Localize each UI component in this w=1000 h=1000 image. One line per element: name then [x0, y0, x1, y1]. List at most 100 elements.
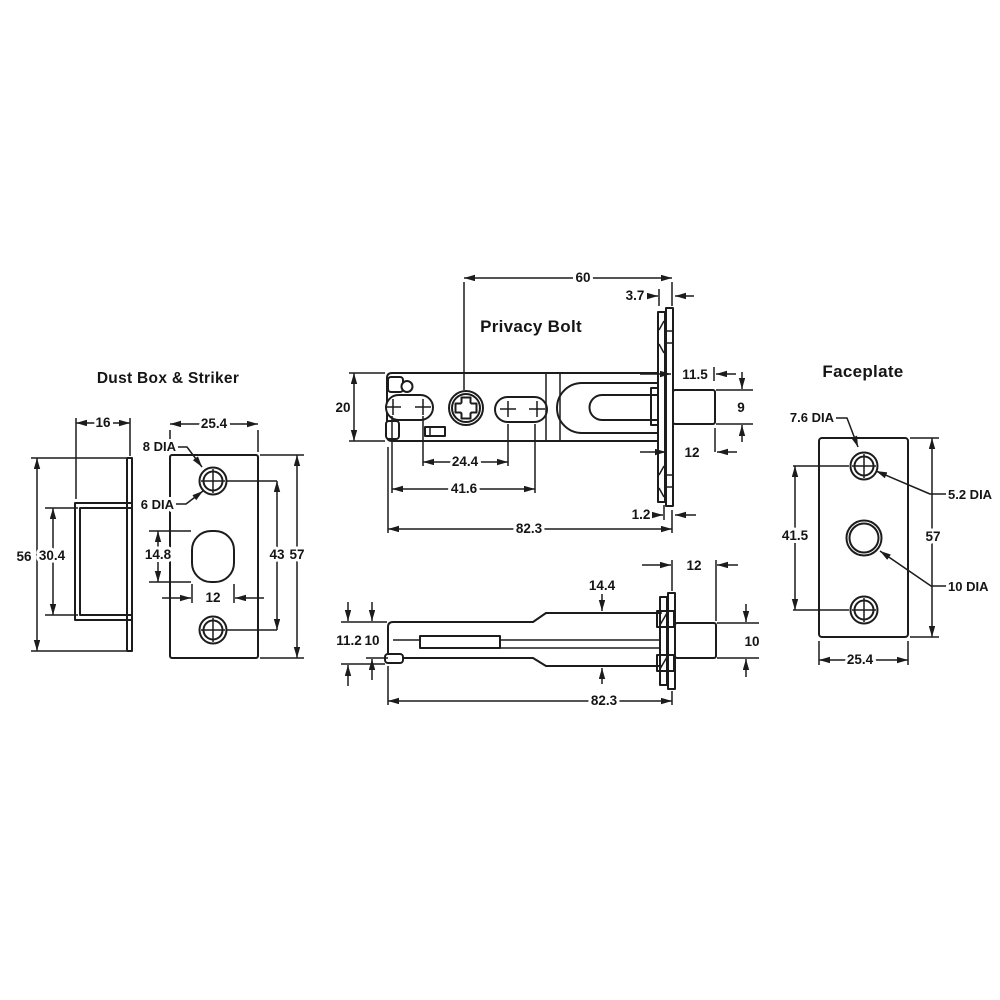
label-7-6-dia: 7.6 DIA — [787, 407, 859, 448]
faceplate-bottom-screw-cross — [852, 598, 876, 622]
dim-43: 43 — [227, 480, 288, 631]
side-screw-section-bottom — [656, 654, 675, 672]
dust-box-striker-view: Dust Box & Striker 16 56 30.4 — [13, 370, 308, 659]
case-dividers — [545, 373, 561, 441]
dim-11-5-label: 11.5 — [682, 367, 708, 382]
dim-41-5-label: 41.5 — [782, 528, 809, 543]
leader-5-2-dia — [875, 470, 946, 495]
faceplate-title: Faceplate — [822, 362, 903, 381]
label-10-dia-text: 10 DIA — [948, 579, 989, 594]
dust-box-outer-wall — [74, 502, 133, 621]
dim-12-side: 12 — [642, 555, 738, 621]
dim-12-label: 12 — [684, 445, 699, 460]
dim-3-7-label: 3.7 — [626, 288, 645, 303]
slide-catch — [424, 426, 446, 437]
dust-box-inner-wall — [79, 507, 133, 616]
dim-82-3-top: 82.3 — [387, 447, 673, 539]
spindle-hub-inner — [451, 393, 481, 423]
dust-box-striker-title: Dust Box & Striker — [97, 370, 239, 387]
striker-bottom-screw-hole — [198, 615, 228, 645]
label-6-dia: 6 DIA — [138, 490, 204, 515]
label-10-dia: 10 DIA — [879, 550, 992, 597]
side-screw-section-top — [656, 610, 675, 628]
dim-43-label: 43 — [269, 547, 285, 562]
faceplate-front — [818, 437, 909, 638]
label-5-2-dia-text: 5.2 DIA — [948, 487, 993, 502]
faceplate-bolt-hole-inner — [848, 522, 880, 554]
dim-9-label: 9 — [737, 400, 745, 415]
spindle-cross-hole — [454, 396, 478, 420]
faceplate-bottom-screw-hole — [849, 595, 879, 625]
label-8-dia: 8 DIA — [140, 436, 203, 468]
dim-56-label: 56 — [16, 549, 32, 564]
side-body — [384, 592, 717, 690]
privacy-bolt-side-view: 14.4 12 10 10 11.2 82.3 — [333, 555, 763, 711]
striker-top-screw-hole — [198, 466, 228, 496]
dim-82-3-side: 82.3 — [387, 666, 673, 711]
dim-24-4-label: 24.4 — [452, 454, 479, 469]
leader-7-6-dia — [836, 417, 859, 448]
label-5-2-dia: 5.2 DIA — [875, 470, 996, 505]
dust-box-profile — [74, 457, 133, 652]
dim-82-3-side-label: 82.3 — [591, 693, 618, 708]
dim-1-2-label: 1.2 — [632, 507, 651, 522]
label-7-6-dia-text: 7.6 DIA — [790, 410, 835, 425]
dim-left-heights: 10 11.2 — [333, 602, 388, 686]
dim-30-4: 30.4 — [36, 507, 78, 616]
dim-56: 56 — [13, 457, 126, 652]
bolt-fork-slot — [588, 394, 659, 421]
bolt-top — [672, 389, 716, 425]
striker-bottom-screw-cross — [201, 618, 225, 642]
crosshair-4 — [529, 401, 545, 417]
dim-60-label: 60 — [575, 270, 590, 285]
countersink-marks — [658, 320, 665, 498]
faceplate-outline — [818, 437, 909, 638]
faceplate-edge — [665, 307, 674, 507]
screw-hole-marks — [667, 330, 672, 488]
leader-8-dia — [178, 446, 203, 468]
striker-latch-opening — [191, 530, 235, 583]
dim-25-4-label: 25.4 — [201, 416, 228, 431]
mount-tab-pin — [400, 380, 414, 393]
dim-57-label: 57 — [289, 547, 304, 562]
dim-12-striker: 12 — [162, 584, 264, 608]
dim-11-5: 11.5 — [640, 364, 736, 385]
label-8-dia-text: 8 DIA — [143, 439, 177, 454]
label-6-dia-text: 6 DIA — [141, 497, 175, 512]
dim-20-label: 20 — [335, 400, 350, 415]
spindle-hub-outer — [448, 390, 484, 426]
dim-25-4-faceplate: 25.4 — [818, 641, 909, 670]
dim-1-2: 1.2 — [629, 504, 696, 525]
privacy-bolt-body — [385, 307, 716, 507]
bolt-side — [674, 622, 717, 659]
dim-24-4: 24.4 — [422, 416, 509, 472]
dim-57-striker: 57 — [260, 454, 308, 659]
faceplate-top-screw-cross — [852, 454, 876, 478]
striker-plate-outline — [169, 454, 259, 659]
dim-57-faceplate: 57 — [910, 437, 944, 638]
dim-41-5: 41.5 — [779, 465, 849, 611]
side-slider — [419, 635, 501, 649]
dim-41-6-label: 41.6 — [451, 481, 478, 496]
dim-57-faceplate-label: 57 — [925, 529, 940, 544]
dim-25-4-faceplate-label: 25.4 — [847, 652, 874, 667]
crosshair-3 — [500, 401, 516, 417]
striker-top-screw-cross — [201, 469, 225, 493]
leader-6-dia — [176, 490, 204, 505]
privacy-bolt-view: Privacy Bolt — [332, 267, 753, 539]
dust-box-plate-edge — [126, 457, 133, 652]
crosshair-1 — [385, 399, 401, 415]
side-faceplate-edge — [667, 592, 676, 690]
dim-14-4-label: 14.4 — [589, 578, 616, 593]
dim-16: 16 — [75, 412, 131, 499]
dim-60: 60 — [463, 267, 673, 390]
dim-11-2-label: 11.2 — [336, 633, 362, 648]
dim-41-6: 41.6 — [391, 416, 536, 499]
leader-10-dia — [879, 550, 946, 587]
dim-12-label: 12 — [205, 590, 220, 605]
dim-20: 20 — [332, 372, 385, 442]
dim-10-right: 10 — [717, 604, 763, 677]
dim-14-8-label: 14.8 — [145, 547, 172, 562]
